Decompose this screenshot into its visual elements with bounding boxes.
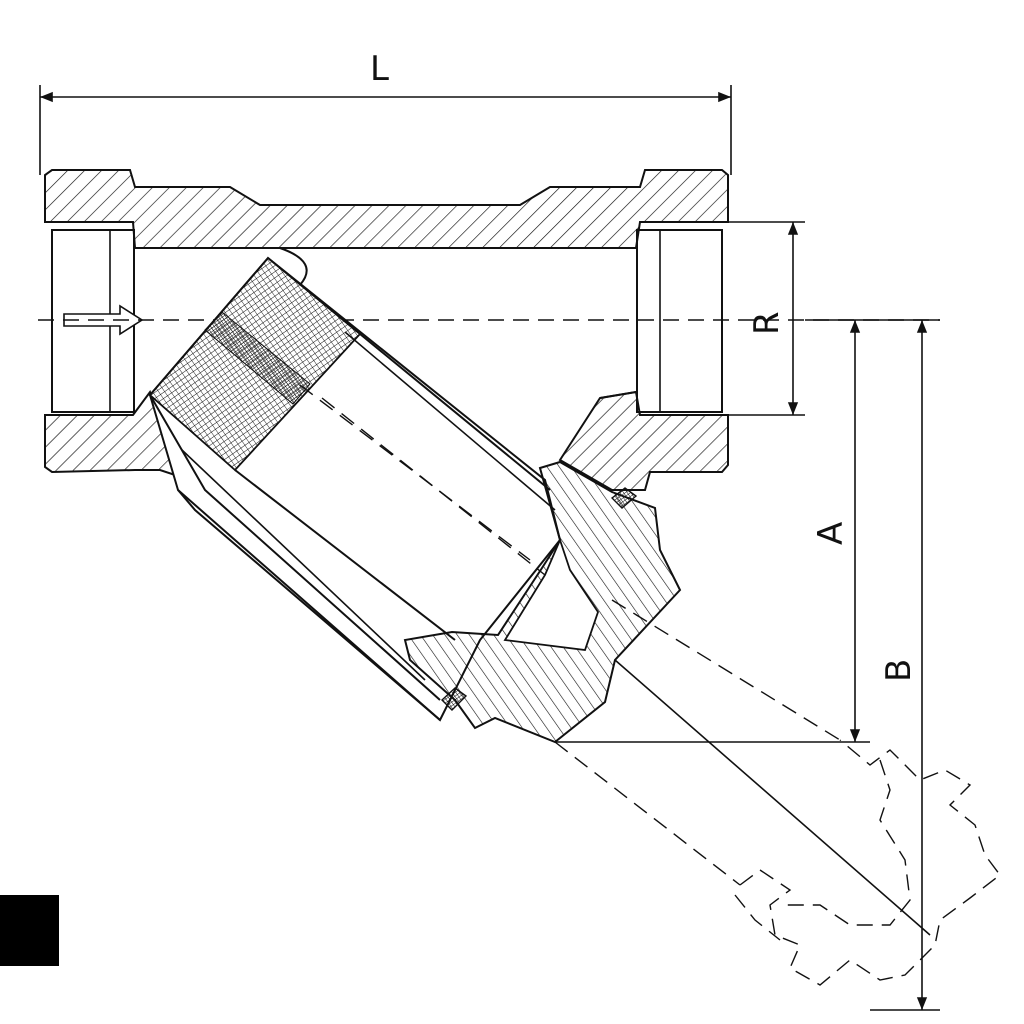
- strainer-cap: [403, 460, 682, 744]
- screen-removal-outline: [554, 599, 1001, 986]
- dimension-R: R: [722, 221, 805, 416]
- dimension-L-label: L: [370, 49, 389, 89]
- gasket-lower: [440, 687, 468, 711]
- dimension-R-label: R: [747, 311, 787, 335]
- gasket-upper: [610, 487, 638, 509]
- dimension-L: L: [39, 49, 732, 175]
- body-top-wall: [44, 169, 729, 249]
- cap-inner-cone: [503, 537, 599, 651]
- strainer-mesh-band: [204, 311, 311, 405]
- black-marker-block: [0, 895, 59, 966]
- strainer-leg: [148, 256, 562, 722]
- dimension-B: B: [870, 320, 940, 1011]
- dimension-A-label: A: [811, 522, 851, 545]
- dimension-B-label: B: [879, 659, 919, 682]
- body-bottom-right-wall: [558, 390, 729, 491]
